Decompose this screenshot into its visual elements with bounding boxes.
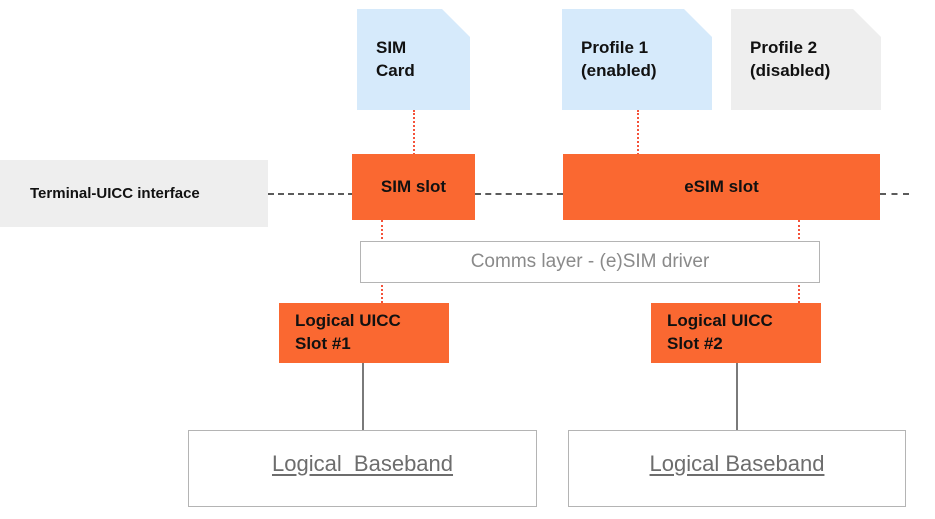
profile-1-line1: Profile 1	[581, 38, 649, 58]
sim-card-line2: Card	[376, 60, 415, 80]
dashed-link-sim-slot-to-esim-slot	[475, 193, 563, 195]
logical-uicc-slot-2-box: Logical UICC Slot #2	[651, 303, 821, 363]
sim-slot-box: SIM slot	[352, 154, 475, 220]
connector-logical-uicc-2-to-baseband-2	[736, 363, 738, 430]
logical-uicc-slot-2-line1: Logical UICC	[667, 311, 773, 331]
logical-baseband-2-label: Logical Baseband	[649, 451, 825, 476]
connector-logical-uicc-1-to-baseband-1	[362, 363, 364, 430]
logical-uicc-slot-1-line2: Slot #1	[295, 334, 351, 353]
terminal-uicc-interface-label: Terminal-UICC interface	[30, 185, 200, 202]
profile-1-line2: (enabled)	[581, 60, 657, 80]
dashed-link-interface-to-sim-slot	[268, 193, 354, 195]
sim-slot-label: SIM slot	[380, 177, 447, 196]
logical-baseband-1-label: Logical Baseband	[271, 451, 454, 476]
connector-profile-1-to-esim-slot	[637, 110, 639, 155]
sim-card-text: SIM Card	[376, 37, 415, 82]
logical-uicc-slot-2-text: Logical UICC Slot #2	[667, 310, 773, 356]
profile-1-card: Profile 1 (enabled)	[562, 9, 712, 110]
logical-baseband-2-box: Logical Baseband	[568, 430, 906, 507]
esim-slot-label: eSIM slot	[684, 177, 759, 196]
sim-card-line1: SIM	[376, 38, 407, 58]
profile-2-card: Profile 2 (disabled)	[731, 9, 881, 110]
profile-2-text: Profile 2 (disabled)	[750, 37, 830, 82]
profile-1-text: Profile 1 (enabled)	[581, 37, 657, 82]
logical-uicc-slot-2-line2: Slot #2	[667, 334, 723, 353]
comms-layer-label: Comms layer - (e)SIM driver	[470, 251, 710, 272]
connector-sim-card-to-sim-slot	[413, 110, 415, 155]
profile-2-line1: Profile 2	[750, 38, 818, 58]
dashed-link-esim-slot-right	[880, 193, 909, 195]
logical-uicc-slot-1-text: Logical UICC Slot #1	[295, 310, 401, 356]
sim-card: SIM Card	[357, 9, 470, 110]
comms-layer-box: Comms layer - (e)SIM driver	[360, 241, 820, 283]
esim-slot-box: eSIM slot	[563, 154, 880, 220]
profile-2-line2: (disabled)	[750, 60, 831, 80]
logical-uicc-slot-1-line1: Logical UICC	[295, 311, 401, 331]
logical-uicc-slot-1-box: Logical UICC Slot #1	[279, 303, 449, 363]
terminal-uicc-interface-box: Terminal-UICC interface	[0, 160, 268, 227]
logical-baseband-1-box: Logical Baseband	[188, 430, 537, 507]
